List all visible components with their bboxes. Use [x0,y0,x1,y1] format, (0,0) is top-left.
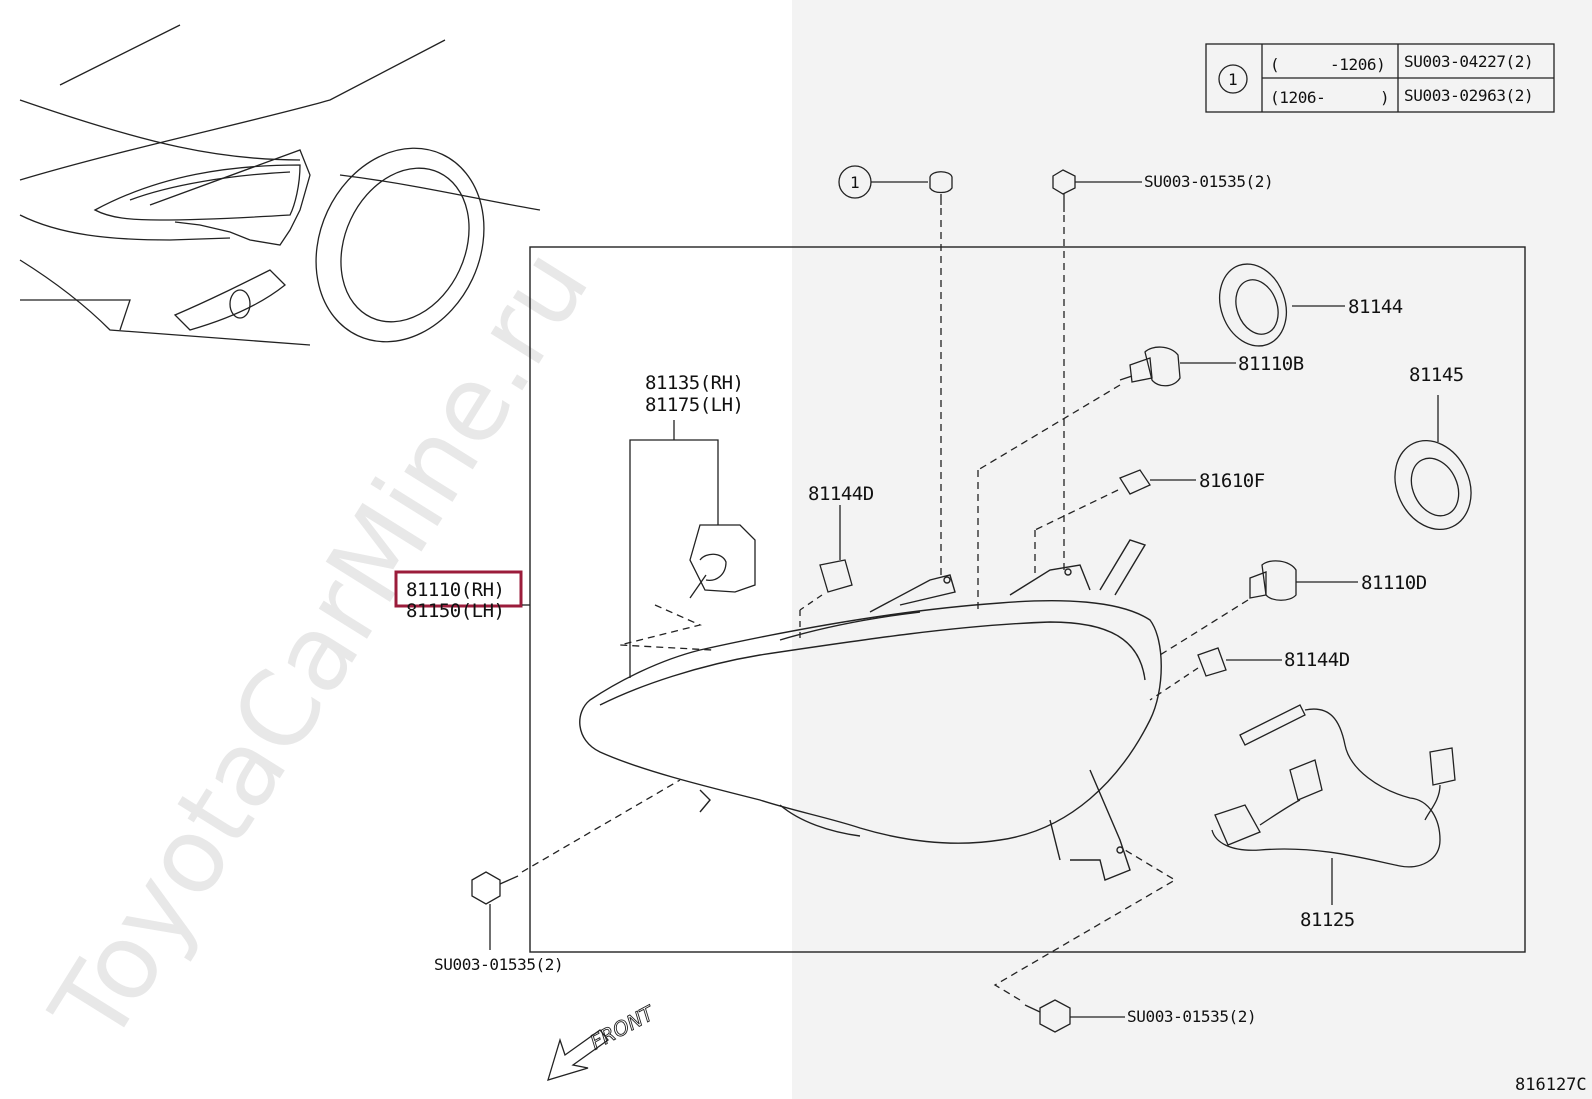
cap-81144d-left [799,505,853,640]
diagram-code: 816127C [1515,1075,1587,1095]
label-81610f: 81610F [1199,470,1265,492]
cap-81144d-right [1149,647,1282,701]
headlamp-assembly [579,539,1162,881]
clip-marker: 1 [850,173,859,192]
label-81150-lh: 81150(LH) [406,600,504,622]
table-row1-part: SU003-04227(2) [1404,52,1533,71]
highlight-box [394,570,523,608]
bolt-left [471,779,681,950]
label-81144d-right: 81144D [1284,649,1350,671]
shaded-panel [792,0,1592,1099]
bolt-bottom [993,849,1177,1033]
reference-table [1205,43,1555,113]
bulb-81110d [1159,560,1358,656]
seal-81144 [1219,263,1345,347]
seal-81145 [1394,395,1472,531]
table-row1-range: -1206) [1330,55,1385,74]
assembly-frame [529,246,1526,953]
front-arrow [547,1029,609,1081]
bulb-81110b [977,346,1236,610]
wiring-81125 [1211,704,1456,905]
label-bolt-bottom: SU003-01535(2) [1127,1007,1256,1026]
label-81110d: 81110D [1361,572,1427,594]
label-81110-rh: 81110(RH) [406,579,504,601]
bulb-81610f [1034,469,1196,575]
socket-81135 [619,420,756,678]
label-81110b: 81110B [1238,353,1304,375]
bolt-top [1052,169,1142,570]
front-label: FRONT [586,1000,659,1054]
table-row2-open: (1206- [1270,88,1325,107]
watermark: ToyotaCarMine.ru [27,228,612,1064]
label-81144: 81144 [1348,296,1403,318]
label-81125: 81125 [1300,909,1355,931]
label-81145: 81145 [1409,364,1464,386]
label-81144d-left: 81144D [808,483,874,505]
label-81135: 81135(RH) [645,372,743,394]
label-81175: 81175(LH) [645,394,743,416]
label-bolt-left: SU003-01535(2) [434,955,563,974]
label-bolt-top: SU003-01535(2) [1144,172,1273,191]
car-front-sketch [19,24,541,346]
table-row1-open: ( [1270,55,1279,74]
table-row2-part: SU003-02963(2) [1404,86,1533,105]
table-marker: 1 [1228,70,1237,89]
clip-part [838,165,953,575]
table-row2-range: ) [1380,88,1389,107]
